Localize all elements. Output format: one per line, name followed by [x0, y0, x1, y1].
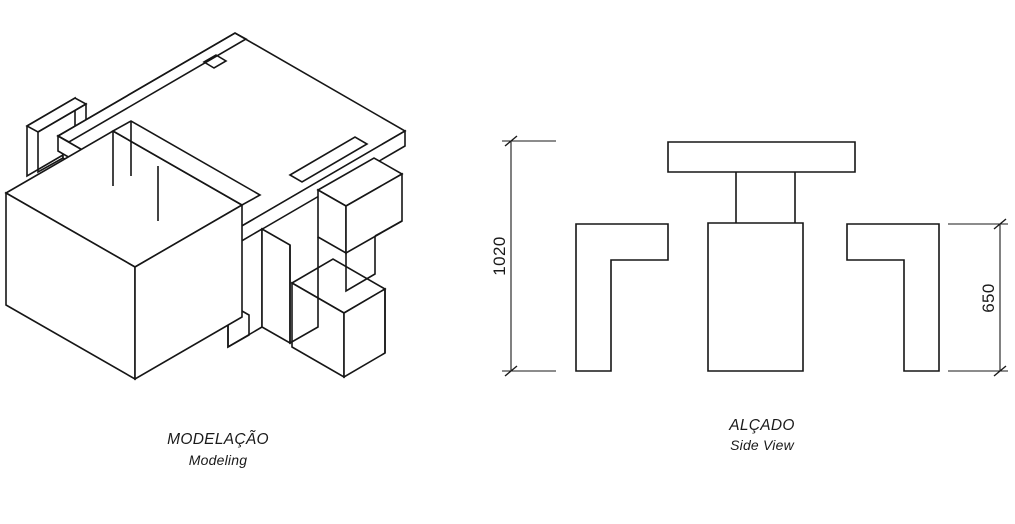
side-elevation-view: 1020 650 ALÇADO Side View — [490, 135, 1008, 453]
iso-near-bench-right-face — [134, 203, 243, 381]
iso-right-bench-leg-outline — [345, 236, 376, 293]
iso-table-leg-right-face — [261, 227, 291, 345]
elev-bench-left — [575, 223, 669, 372]
dimension-650: 650 — [948, 218, 1008, 377]
dim-1020-tick-top — [504, 135, 518, 147]
elev-table-top — [667, 141, 856, 173]
dim-650-tick-bottom — [993, 365, 1007, 377]
dim-650-tick-top — [993, 218, 1007, 230]
iso-table-top-right-rail — [202, 54, 228, 69]
iso-table-top-near-rail — [288, 136, 369, 183]
iso-near-bench-seat-extension — [111, 120, 262, 206]
dim-650-label: 650 — [979, 283, 998, 313]
elev-table-base — [707, 222, 804, 372]
dim-1020-label: 1020 — [490, 236, 509, 275]
elev-caption-primary: ALÇADO — [728, 417, 795, 434]
elev-caption-secondary: Side View — [730, 437, 794, 453]
iso-caption-secondary: Modeling — [189, 452, 247, 468]
iso-right-bench-leg-back — [374, 220, 403, 237]
isometric-view: MODELAÇÃO Modeling — [4, 32, 407, 468]
dimension-1020: 1020 — [490, 135, 556, 377]
elev-bench-right — [846, 223, 940, 372]
iso-caption-primary: MODELAÇÃO — [167, 431, 269, 448]
iso-right-bench-stub-leg — [289, 237, 319, 345]
dim-1020-tick-bottom — [504, 365, 518, 377]
iso-table-top-left-rail — [56, 32, 248, 143]
